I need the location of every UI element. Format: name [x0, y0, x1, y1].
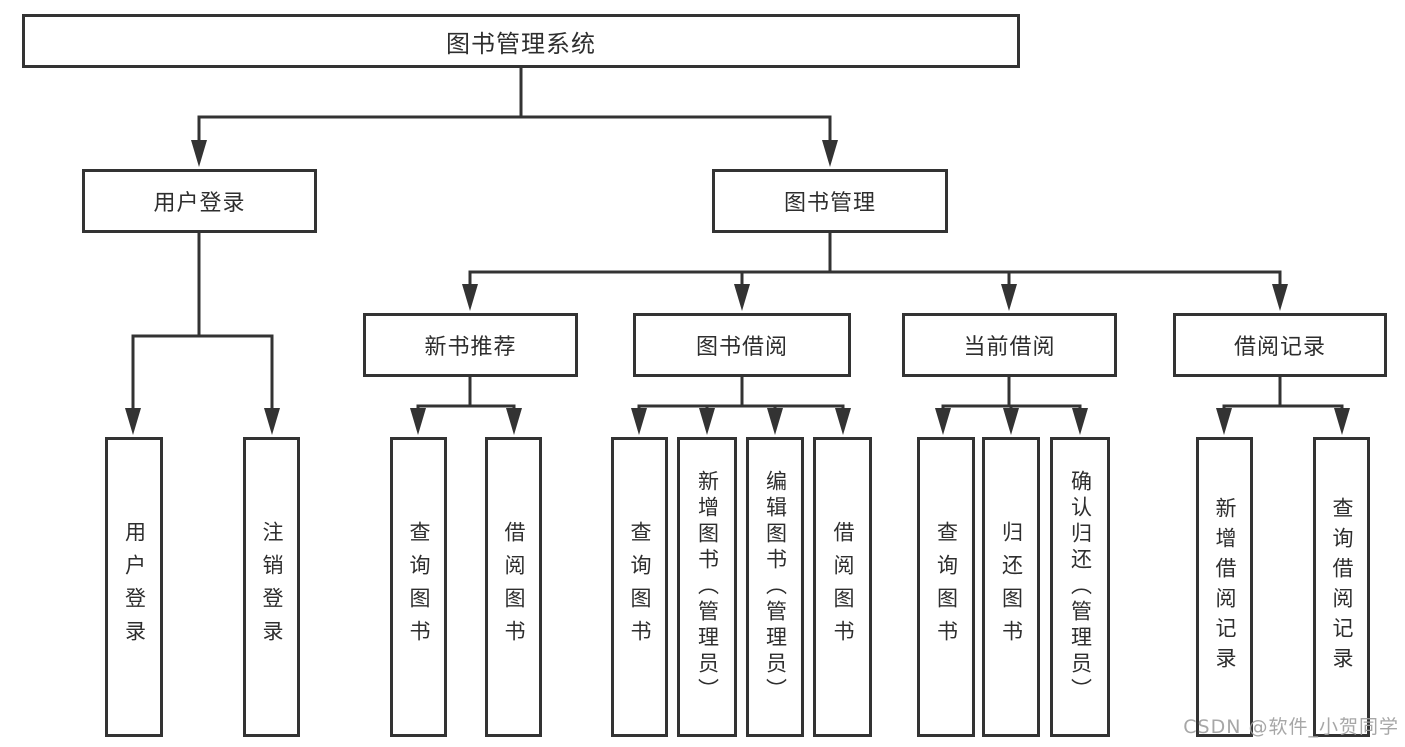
node-library-system: 图书管理系统	[22, 14, 1020, 68]
leaf-current-query-books: 查询图书	[917, 437, 975, 737]
node-user-login: 用户登录	[82, 169, 317, 233]
leaf-borrow-query-books: 查询图书	[611, 437, 668, 737]
leaf-return-books: 归还图书	[982, 437, 1040, 737]
leaf-add-borrow-record: 新增借阅记录	[1196, 437, 1253, 737]
leaf-borrow-books: 借阅图书	[813, 437, 872, 737]
leaf-logout: 注销登录	[243, 437, 300, 737]
leaf-add-books-admin: 新增图书（管理员）	[677, 437, 737, 737]
node-borrow-records: 借阅记录	[1173, 313, 1387, 377]
csdn-watermark: CSDN @软件_小贺同学	[1183, 716, 1399, 738]
leaf-edit-books-admin: 编辑图书（管理员）	[746, 437, 804, 737]
arrowhead-icons	[125, 140, 1350, 435]
node-book-borrow: 图书借阅	[633, 313, 851, 377]
leaf-recommend-borrow-books: 借阅图书	[485, 437, 542, 737]
node-new-book-recommend: 新书推荐	[363, 313, 578, 377]
leaf-query-borrow-record: 查询借阅记录	[1313, 437, 1370, 737]
leaf-recommend-query-books: 查询图书	[390, 437, 447, 737]
node-book-management: 图书管理	[712, 169, 948, 233]
leaf-confirm-return-admin: 确认归还（管理员）	[1050, 437, 1110, 737]
node-current-borrow: 当前借阅	[902, 313, 1117, 377]
leaf-user-login: 用户登录	[105, 437, 163, 737]
